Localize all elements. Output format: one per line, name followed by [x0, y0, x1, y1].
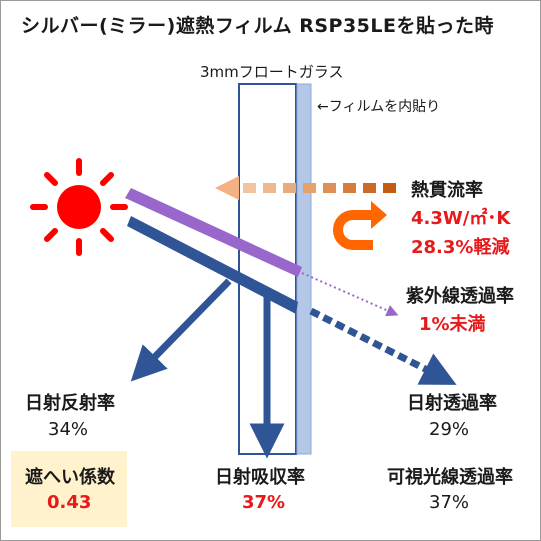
- heat-flow-reduction: 28.3%軽減: [411, 237, 510, 258]
- uv-transmitted-ray: [301, 272, 399, 317]
- glass-label: 3mmフロートガラス: [200, 63, 344, 81]
- transmitted-ray: [309, 307, 457, 385]
- solar-beam: [127, 216, 298, 314]
- solar-reflectance-value: 34%: [48, 419, 89, 440]
- uv-value: 1%未満: [419, 314, 486, 335]
- heat-flow-arrow: [215, 176, 396, 200]
- solar-absorptance-label: 日射吸収率: [215, 467, 305, 488]
- heat-flow-label: 熱貫流率: [411, 180, 483, 201]
- uv-beam: [125, 188, 302, 277]
- shgc-box: [11, 451, 127, 527]
- page-title: シルバー(ミラー)遮熱フィルム RSP35LEを貼った時: [21, 15, 494, 37]
- shgc-value: 0.43: [47, 492, 92, 513]
- solar-transmittance-value: 29%: [429, 419, 470, 440]
- shgc-label: 遮へい係数: [25, 467, 115, 488]
- solar-reflectance-label: 日射反射率: [25, 393, 115, 414]
- visible-transmittance-value: 37%: [429, 492, 470, 513]
- film-label: ←フィルムを内貼り: [317, 99, 441, 115]
- uv-label: 紫外線透過率: [406, 286, 514, 307]
- sun-icon: [30, 158, 128, 256]
- visible-transmittance-label: 可視光線透過率: [387, 467, 513, 488]
- u-turn-arrow-icon: [333, 201, 387, 250]
- heat-flow-value: 4.3W/㎡･K: [411, 208, 511, 229]
- reflected-ray: [130, 278, 232, 382]
- solar-transmittance-label: 日射透過率: [407, 393, 497, 414]
- solar-absorptance-value: 37%: [242, 492, 286, 513]
